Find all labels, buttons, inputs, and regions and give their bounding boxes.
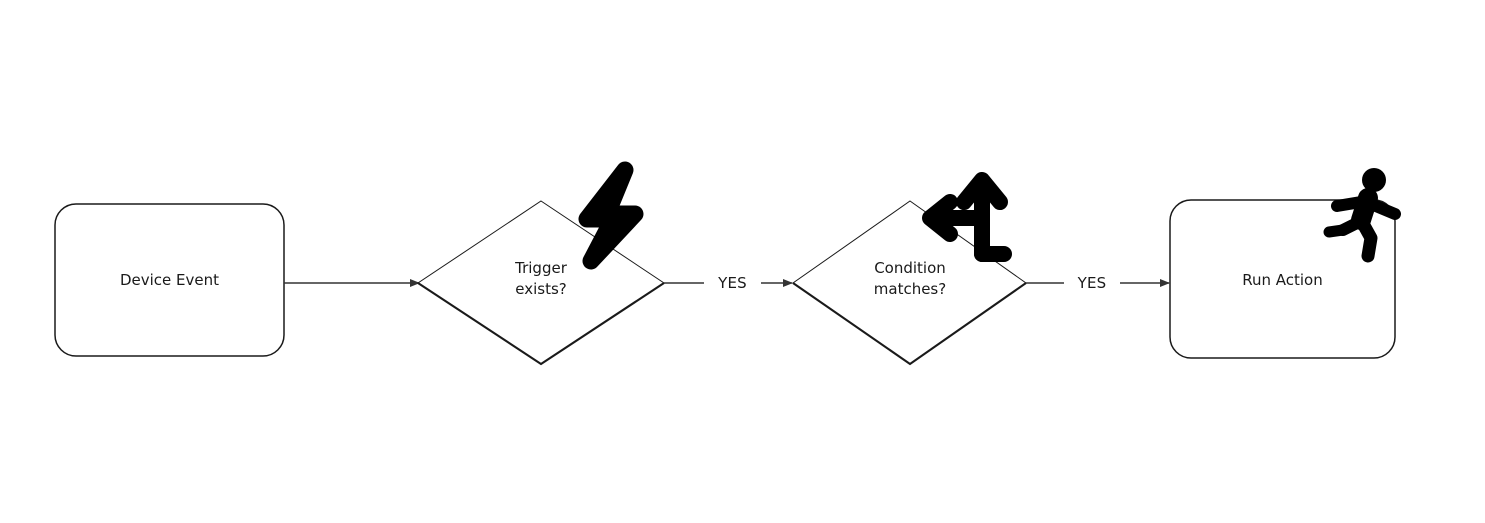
node-device-event-shape[interactable] (54, 203, 285, 357)
edge-label-yes-1: YES (718, 274, 747, 292)
edge-label-yes-2: YES (1077, 274, 1107, 292)
node-run-action-shape[interactable] (1169, 199, 1396, 359)
node-condition-matches-shape-emphasis (792, 282, 1027, 366)
lightning-bolt-icon (578, 161, 644, 270)
running-person-icon (1323, 168, 1401, 263)
branch-arrow-icon (922, 172, 1012, 262)
node-trigger-exists-shape-emphasis (417, 282, 665, 366)
